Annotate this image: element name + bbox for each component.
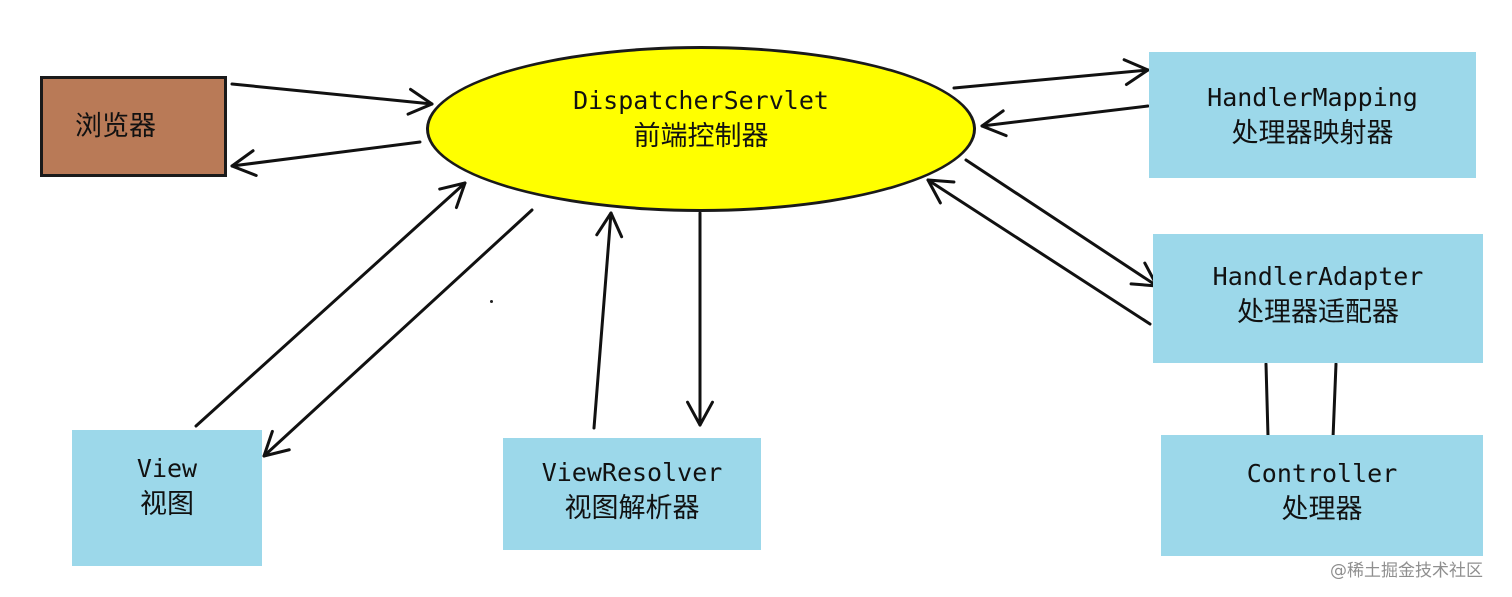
dispatcher-servlet-node: DispatcherServlet 前端控制器 [426, 46, 976, 212]
arrow-dispatcher-to-handler_adapter [964, 158, 1159, 288]
arrow-view_resolver-to-dispatcher [592, 211, 613, 430]
arrow-dispatcher-to-handler_mapping [952, 68, 1150, 90]
connector-line-handler_adapter-controller-left [1264, 362, 1270, 438]
stray-dot [490, 300, 493, 303]
arrowhead-dispatcher-to-handler_mapping [1122, 58, 1150, 87]
arrowhead-dispatcher-to-view [262, 429, 291, 458]
arrowhead-dispatcher-to-browser [230, 149, 258, 177]
connector-line-handler_adapter-controller-right [1331, 362, 1338, 440]
handler-adapter-label: 处理器适配器 [1237, 296, 1399, 328]
handler-adapter-node: HandlerAdapter 处理器适配器 [1153, 234, 1483, 363]
arrow-handler_mapping-to-dispatcher [980, 104, 1150, 128]
handler-mapping-label: 处理器映射器 [1231, 118, 1394, 149]
arrowhead-view_resolver-to-dispatcher [595, 211, 624, 239]
dispatcher-name: DispatcherServlet [573, 86, 829, 115]
controller-label: 处理器 [1281, 493, 1363, 525]
controller-node: Controller 处理器 [1161, 435, 1483, 556]
browser-label: 浏览器 [75, 110, 156, 142]
controller-name: Controller [1246, 458, 1398, 488]
arrow-dispatcher-to-view [262, 208, 534, 458]
arrow-dispatcher-to-browser [230, 140, 422, 168]
view-name: View [136, 454, 198, 483]
arrowhead-handler_adapter-to-dispatcher [926, 178, 956, 205]
handler-mapping-name: HandlerMapping [1207, 83, 1418, 112]
arrowhead-handler_mapping-to-dispatcher [980, 109, 1008, 138]
browser-node: 浏览器 [40, 76, 227, 177]
view-resolver-name: ViewResolver [541, 458, 723, 487]
handler-adapter-name: HandlerAdapter [1212, 261, 1424, 291]
arrowhead-view-to-dispatcher [438, 181, 467, 210]
handler-mapping-node: HandlerMapping 处理器映射器 [1149, 52, 1476, 178]
arrow-browser-to-dispatcher [230, 82, 434, 106]
view-label: 视图 [140, 489, 194, 520]
dispatcher-label: 前端控制器 [633, 121, 769, 152]
view-resolver-label: 视图解析器 [564, 493, 700, 524]
view-node: View 视图 [72, 430, 262, 566]
arrow-handler_adapter-to-dispatcher [926, 178, 1152, 326]
arrowhead-dispatcher-to-view_resolver [686, 400, 714, 427]
watermark: @稀土掘金技术社区 [1330, 561, 1483, 581]
arrow-view-to-dispatcher [194, 181, 467, 428]
view-resolver-node: ViewResolver 视图解析器 [503, 438, 761, 550]
arrowhead-browser-to-dispatcher [406, 87, 434, 116]
